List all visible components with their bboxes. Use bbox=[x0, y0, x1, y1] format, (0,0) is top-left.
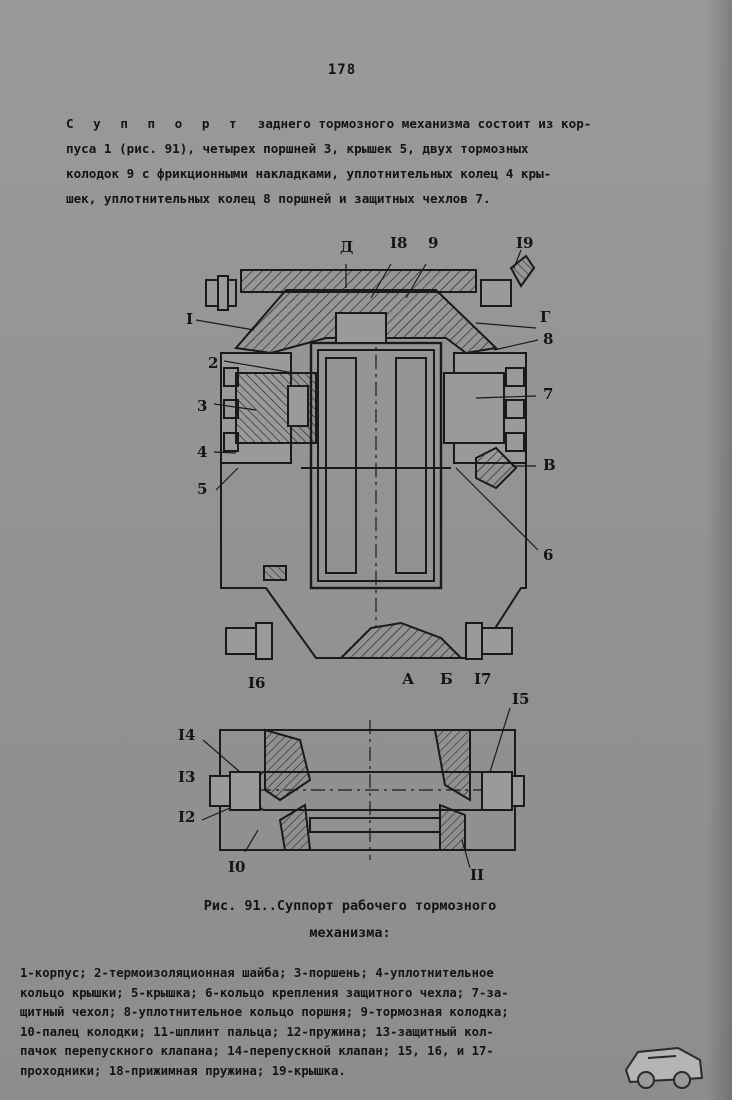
label-15: I5 bbox=[512, 690, 530, 708]
page-edge-shadow bbox=[706, 0, 732, 1100]
page-number: 178 bbox=[327, 62, 357, 78]
label-17: I7 bbox=[474, 670, 492, 688]
legend-line-6: проходники; 18-прижимная пружина; 19-кры… bbox=[20, 1063, 346, 1078]
label-7: 7 bbox=[543, 385, 554, 403]
label-16: I6 bbox=[248, 674, 266, 692]
label-8: 8 bbox=[543, 330, 554, 348]
corner-stamp-mark bbox=[624, 1046, 704, 1089]
caption-line-1: Рис. 91..Суппорт рабочего тормозного bbox=[203, 898, 497, 914]
label-g: Г bbox=[540, 308, 551, 326]
intro-line-1-rest: заднего тормозного механизма состоит из … bbox=[242, 116, 592, 131]
legend-line-1: 1-корпус; 2-термоизоляционная шайба; 3-п… bbox=[20, 966, 494, 980]
label-5: 5 bbox=[197, 480, 208, 498]
label-3: 3 bbox=[197, 397, 208, 415]
caliper-plan-drawing bbox=[201, 707, 525, 869]
label-6: 6 bbox=[543, 546, 554, 564]
intro-lead-word: С у п п о р т bbox=[66, 116, 243, 131]
label-14: I4 bbox=[178, 726, 196, 744]
intro-line-2: пуса 1 (рис. 91), четырех поршней 3, кры… bbox=[66, 141, 529, 156]
label-19: I9 bbox=[516, 234, 534, 252]
label-1: I bbox=[186, 310, 194, 328]
label-18: I8 bbox=[390, 234, 408, 252]
label-10: I0 bbox=[228, 858, 246, 876]
intro-line-3: колодок 9 с фрикционными накладками, упл… bbox=[66, 166, 552, 181]
label-a: А bbox=[402, 670, 415, 688]
legend-line-4: 10-палец колодки; 11-шплинт пальца; 12-п… bbox=[20, 1024, 494, 1039]
figure-caption: Рис. 91..Суппорт рабочего тормозного мех… bbox=[150, 893, 550, 947]
intro-line-4: шек, уплотнительных колец 8 поршней и за… bbox=[66, 191, 491, 206]
label-12: I2 bbox=[178, 808, 196, 826]
label-b: Б bbox=[440, 670, 453, 688]
legend-line-2: кольцо крышки; 5-крышка; 6-кольцо крепле… bbox=[20, 985, 509, 1000]
caliper-section-drawing bbox=[195, 249, 539, 660]
figure-legend: 1-корпус; 2-термоизоляционная шайба; 3-п… bbox=[20, 964, 700, 1081]
label-4: 4 bbox=[197, 443, 208, 461]
caption-line-2: механизма: bbox=[309, 925, 391, 941]
intro-paragraph: С у п п о р т заднего тормозного механиз… bbox=[66, 111, 686, 211]
label-v: В bbox=[543, 456, 556, 474]
legend-line-5: пачок перепускного клапана; 14-перепускн… bbox=[20, 1044, 494, 1058]
label-11: II bbox=[470, 866, 485, 884]
label-13: I3 bbox=[178, 768, 196, 786]
label-9: 9 bbox=[428, 234, 439, 252]
legend-line-3: щитный чехол; 8-уплотнительное кольцо по… bbox=[20, 1005, 509, 1019]
label-d: Д bbox=[340, 238, 354, 256]
label-2: 2 bbox=[208, 354, 219, 372]
